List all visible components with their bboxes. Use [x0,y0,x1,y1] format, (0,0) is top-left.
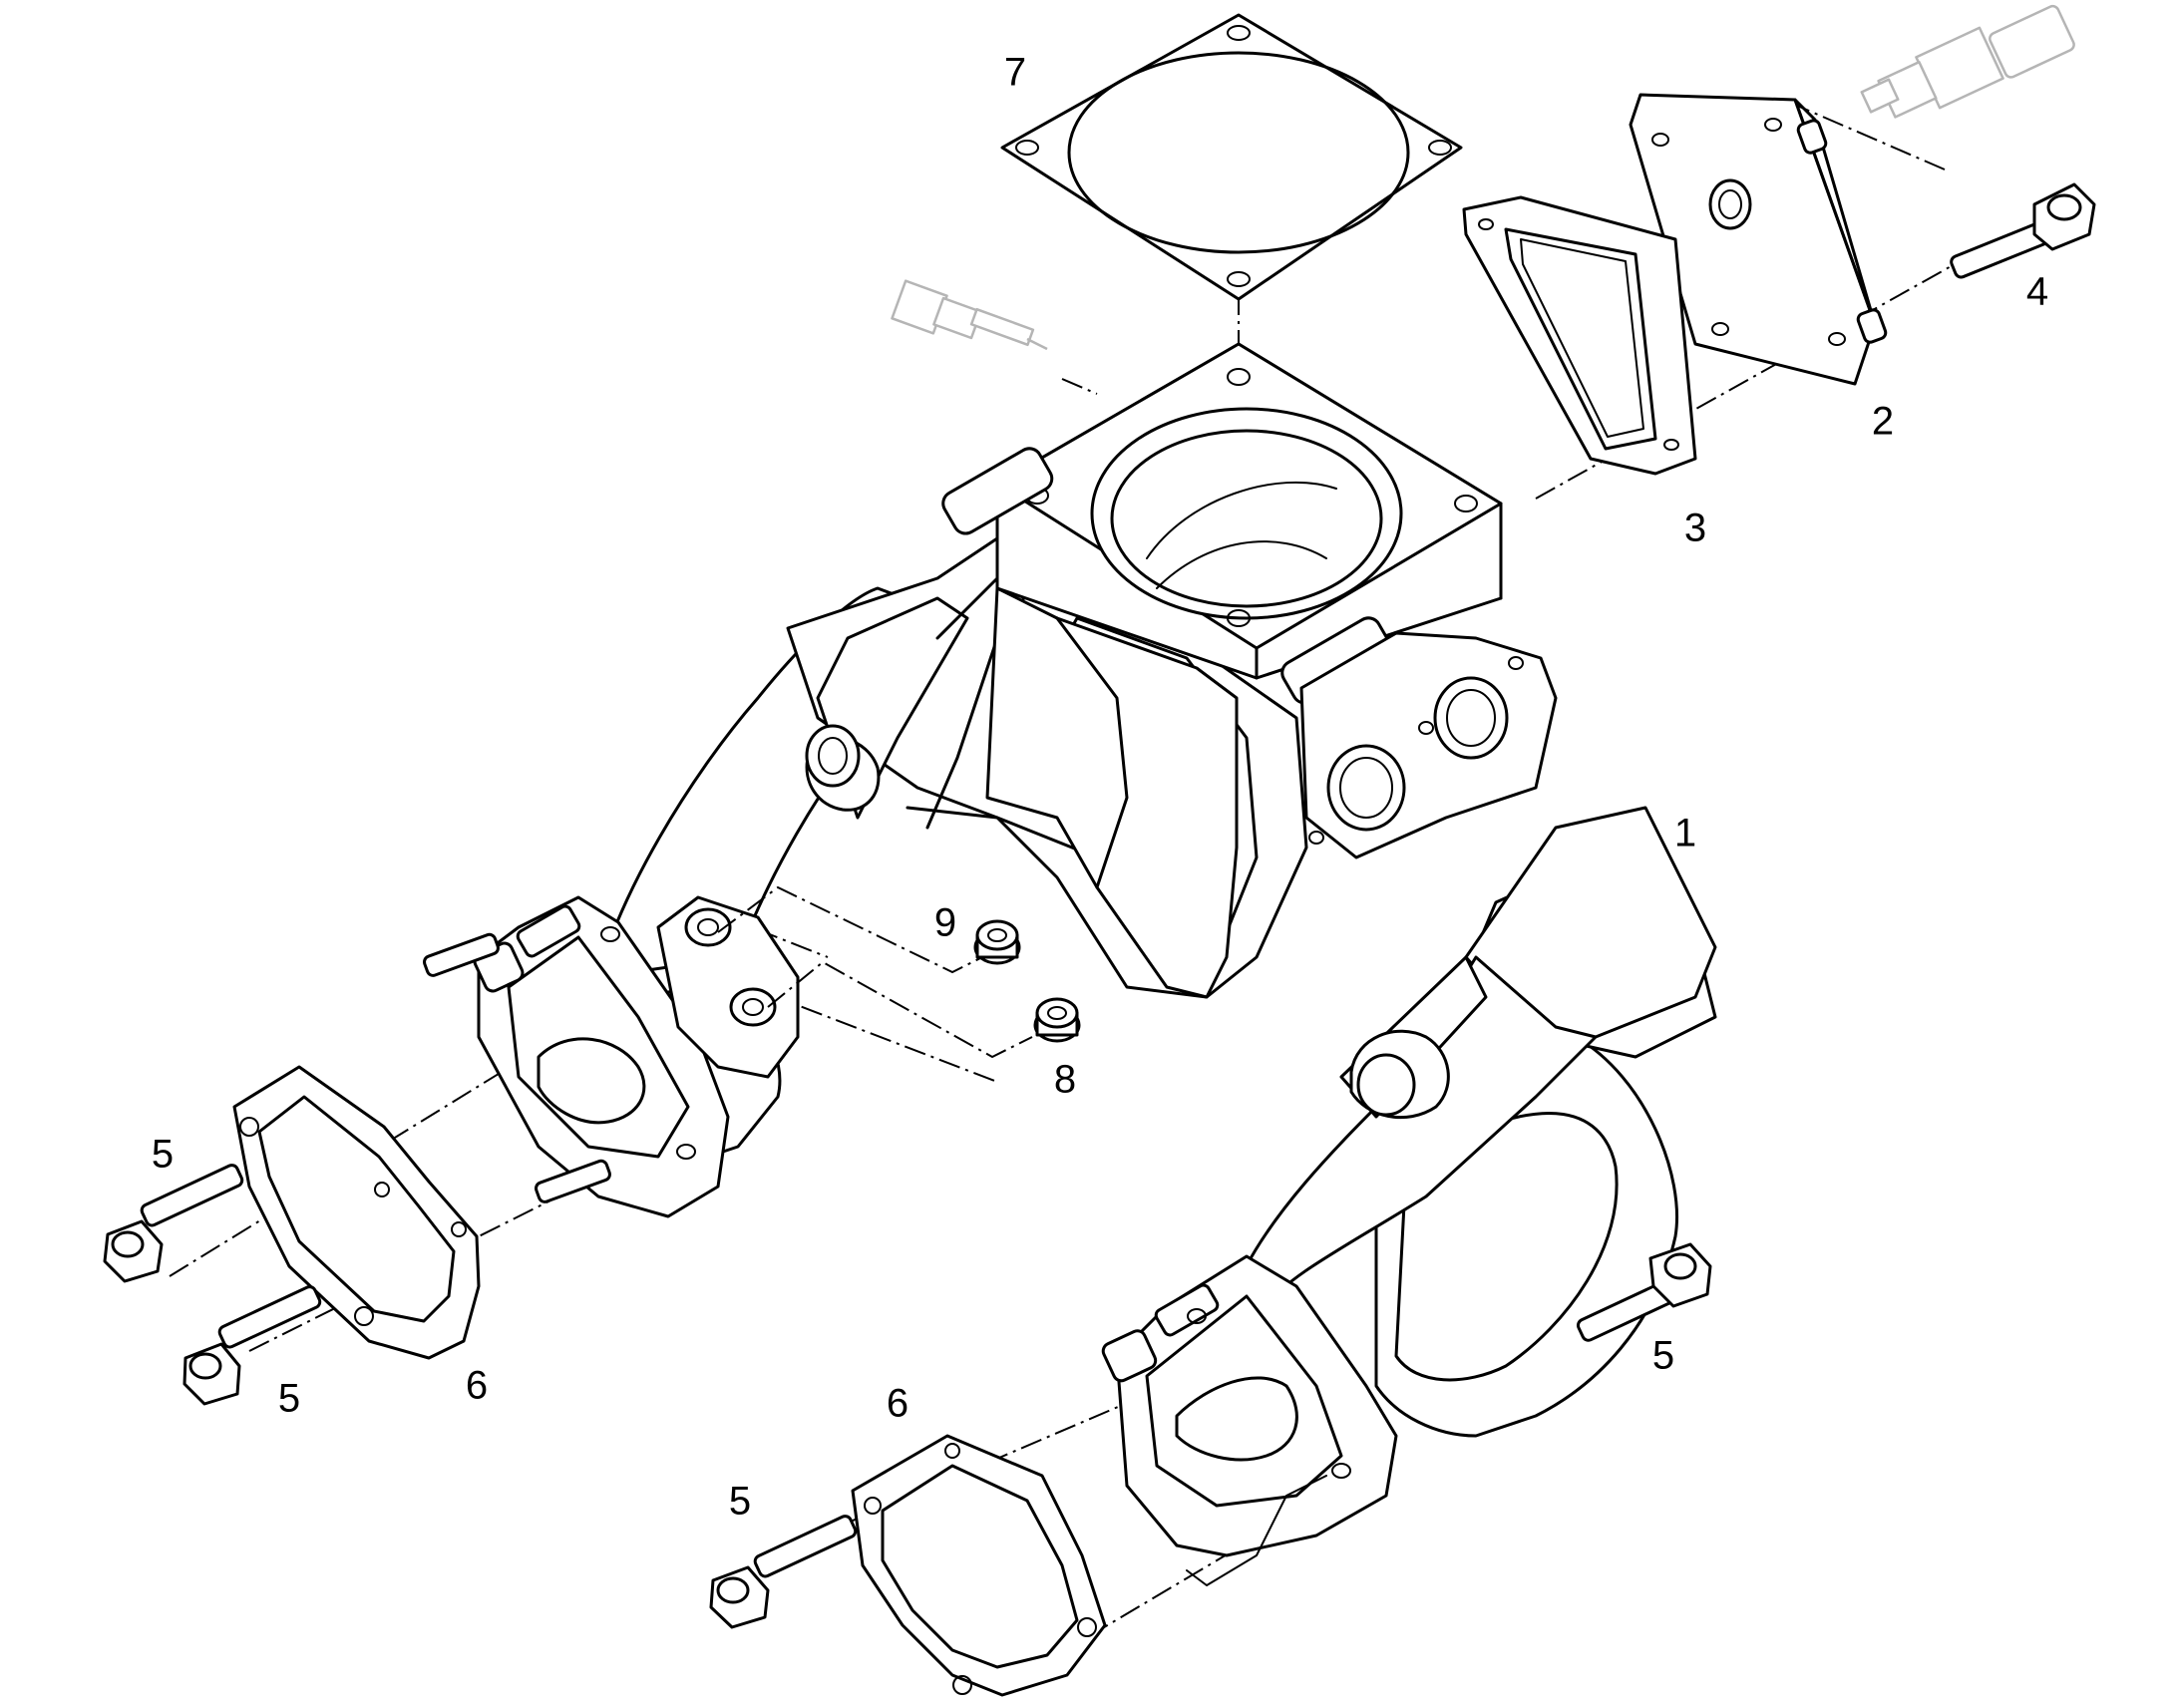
callout-9: 9 [934,901,956,945]
callout-labels: 1 2 3 4 5 5 5 5 6 6 7 8 9 [152,51,2048,1524]
gasket-square-part-7[interactable] [1000,13,1463,301]
nut-part-9[interactable] [973,919,1021,965]
gasket-part-3[interactable] [1462,195,1697,476]
callout-5c: 5 [729,1480,751,1524]
callout-5a: 5 [152,1133,174,1177]
bolt-part-5-right[interactable] [1576,1242,1712,1342]
temperature-sensor-ghost [891,279,1048,351]
gasket-right-part-6[interactable] [851,1434,1107,1697]
flange-studs [423,932,611,1203]
callout-5b: 5 [278,1377,300,1421]
pressure-sensor-ghost [1860,4,2075,119]
callout-2: 2 [1872,400,1894,444]
gasket-left-part-6[interactable] [232,1065,481,1360]
callout-5d: 5 [1652,1334,1674,1378]
callout-4: 4 [2026,270,2048,314]
callout-6a: 6 [466,1364,488,1408]
nut-part-8[interactable] [1033,997,1081,1043]
bolt-part-4[interactable] [1950,182,2096,279]
bolt-part-5-lower-left[interactable] [182,1285,322,1406]
bolt-part-5-upper-left[interactable] [103,1164,244,1283]
bolt-part-5-lower-middle[interactable] [709,1515,858,1629]
callout-8: 8 [1054,1058,1076,1102]
callout-7: 7 [1004,51,1026,95]
callout-1: 1 [1674,812,1696,855]
leader-lines-8-9 [717,885,1033,1059]
cover-plate-part-2[interactable] [1629,93,1888,386]
callout-3: 3 [1684,507,1706,550]
intake-manifold-part-1[interactable] [472,342,1717,1586]
callout-6b: 6 [887,1382,908,1426]
